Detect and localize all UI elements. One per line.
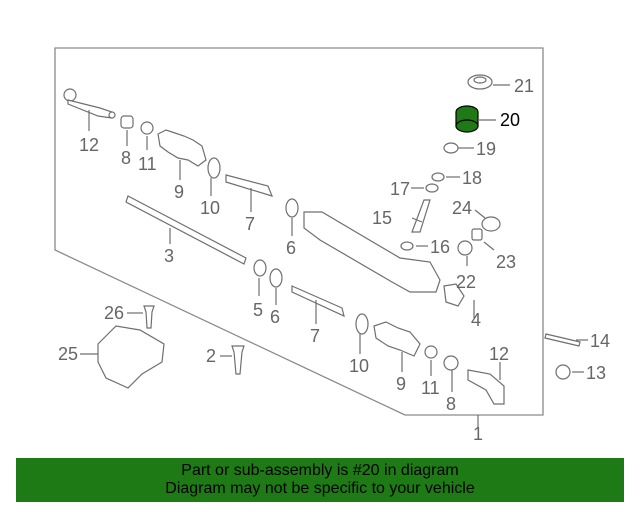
callout-9-upper: 9 bbox=[174, 182, 184, 202]
leader-lines bbox=[80, 84, 588, 428]
part-8-nut-upper[interactable] bbox=[120, 115, 134, 129]
info-banner: Part or sub-assembly is #20 in diagram D… bbox=[16, 458, 624, 502]
part-10-clamp-lower[interactable] bbox=[355, 313, 369, 335]
part-23-nut[interactable] bbox=[471, 228, 483, 241]
callout-17: 17 bbox=[390, 179, 410, 199]
callout-8-lower: 8 bbox=[446, 394, 456, 414]
part-10-clamp-upper[interactable] bbox=[207, 157, 221, 179]
part-15-pinion-shaft[interactable] bbox=[411, 199, 431, 233]
part-7-inner-tie-rod-upper[interactable] bbox=[225, 174, 274, 197]
callout-6-upper: 6 bbox=[286, 238, 296, 258]
callout-11-lower: 11 bbox=[421, 378, 440, 398]
callout-7-upper: 7 bbox=[245, 214, 255, 234]
part-6-ring-lower[interactable] bbox=[269, 268, 283, 288]
callout-18: 18 bbox=[462, 168, 482, 188]
callout-labels: 12 8 11 9 10 7 6 3 5 6 7 10 9 11 8 12 4 … bbox=[58, 76, 610, 444]
part-12-tie-rod-end-lower[interactable] bbox=[467, 369, 505, 405]
part-3-rack[interactable] bbox=[125, 195, 247, 265]
part-4-boot[interactable] bbox=[443, 283, 465, 307]
callout-3: 3 bbox=[164, 246, 174, 266]
part-18-washer[interactable] bbox=[431, 172, 445, 182]
callout-15: 15 bbox=[372, 208, 392, 228]
part-12-tie-rod-end-upper[interactable] bbox=[63, 88, 116, 119]
part-19-seal[interactable] bbox=[443, 142, 459, 154]
part-11-clamp-upper[interactable] bbox=[140, 121, 154, 135]
callout-10-upper: 10 bbox=[200, 198, 220, 218]
callout-12-lower: 12 bbox=[489, 344, 509, 364]
part-20-highlighted[interactable] bbox=[455, 105, 479, 133]
callout-25: 25 bbox=[58, 344, 78, 364]
part-24-plug[interactable] bbox=[481, 216, 501, 232]
callout-16: 16 bbox=[430, 237, 450, 257]
part-6-ring-upper[interactable] bbox=[285, 198, 299, 218]
callout-20: 20 bbox=[500, 110, 520, 130]
part-26-bolt[interactable] bbox=[143, 305, 155, 329]
part-25-bracket[interactable] bbox=[97, 325, 165, 389]
callout-8-upper: 8 bbox=[121, 148, 131, 168]
banner-line-2: Diagram may not be specific to your vehi… bbox=[165, 480, 475, 497]
callout-6-lower: 6 bbox=[270, 307, 280, 327]
callout-10-lower: 10 bbox=[349, 356, 369, 376]
callout-22: 22 bbox=[456, 272, 476, 292]
part-11-clamp-lower[interactable] bbox=[424, 345, 438, 359]
callout-1: 1 bbox=[473, 424, 483, 444]
callout-2: 2 bbox=[206, 346, 216, 366]
part-14-bolt[interactable] bbox=[544, 333, 581, 347]
callout-19: 19 bbox=[476, 139, 496, 159]
callout-4: 4 bbox=[471, 310, 481, 330]
part-9-boot-lower[interactable] bbox=[373, 321, 421, 357]
part-22-ring[interactable] bbox=[457, 240, 473, 256]
assembly-outline bbox=[54, 47, 544, 416]
part-21-cap[interactable] bbox=[467, 74, 493, 90]
callout-23: 23 bbox=[496, 252, 516, 272]
part-17-bushing[interactable] bbox=[425, 183, 439, 193]
callout-12-upper: 12 bbox=[79, 135, 99, 155]
callout-5: 5 bbox=[253, 300, 263, 320]
callout-7-lower: 7 bbox=[310, 326, 320, 346]
part-9-boot-upper[interactable] bbox=[157, 129, 207, 167]
part-5-ring[interactable] bbox=[253, 259, 267, 277]
callout-9-lower: 9 bbox=[396, 374, 406, 394]
callout-13: 13 bbox=[586, 363, 606, 383]
callout-14: 14 bbox=[590, 331, 610, 351]
rack-housing[interactable] bbox=[303, 211, 441, 293]
banner-line-1: Part or sub-assembly is #20 in diagram bbox=[181, 462, 459, 479]
callout-21: 21 bbox=[514, 76, 534, 96]
callout-26: 26 bbox=[104, 303, 124, 323]
part-13-nut[interactable] bbox=[555, 364, 571, 380]
callout-24: 24 bbox=[452, 198, 472, 218]
part-2-bolt[interactable] bbox=[231, 345, 245, 375]
callout-11-upper: 11 bbox=[138, 154, 157, 174]
part-7-inner-tie-rod-lower[interactable] bbox=[291, 285, 345, 318]
part-8-nut-lower[interactable] bbox=[443, 355, 459, 371]
part-16-seal[interactable] bbox=[400, 241, 414, 251]
